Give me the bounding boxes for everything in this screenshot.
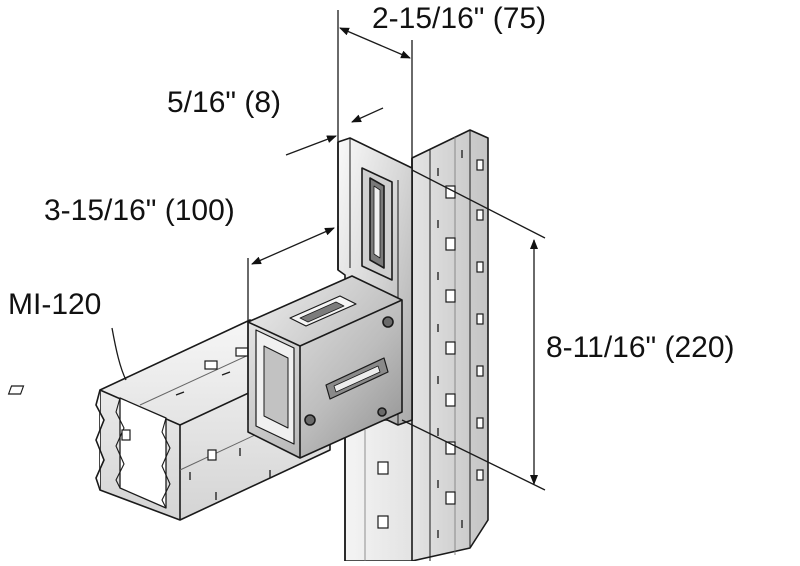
dim-thickness-arrow-left	[285, 135, 337, 156]
dim-height-ext-bottom	[401, 419, 546, 491]
dim-label-depth: 3-15/16" (100)	[44, 194, 235, 227]
beam-clamp	[247, 275, 403, 459]
part-label: MI-120	[8, 288, 102, 321]
dim-depth-arrow	[251, 227, 335, 265]
dim-thickness-arrow-right	[351, 107, 384, 123]
dim-width-arrow	[339, 27, 411, 59]
beam-dashes	[175, 371, 271, 500]
dim-label-height: 8-11/16" (220)	[546, 331, 735, 364]
dimension-lines	[111, 10, 546, 491]
dim-label-width: 2-15/16" (75)	[372, 2, 547, 35]
dim-height-ext-top	[411, 169, 546, 239]
part-leader-line	[111, 327, 127, 381]
post-dashes	[437, 150, 463, 538]
post-slots	[377, 159, 484, 529]
dim-label-thickness: 5/16" (8)	[167, 86, 282, 119]
